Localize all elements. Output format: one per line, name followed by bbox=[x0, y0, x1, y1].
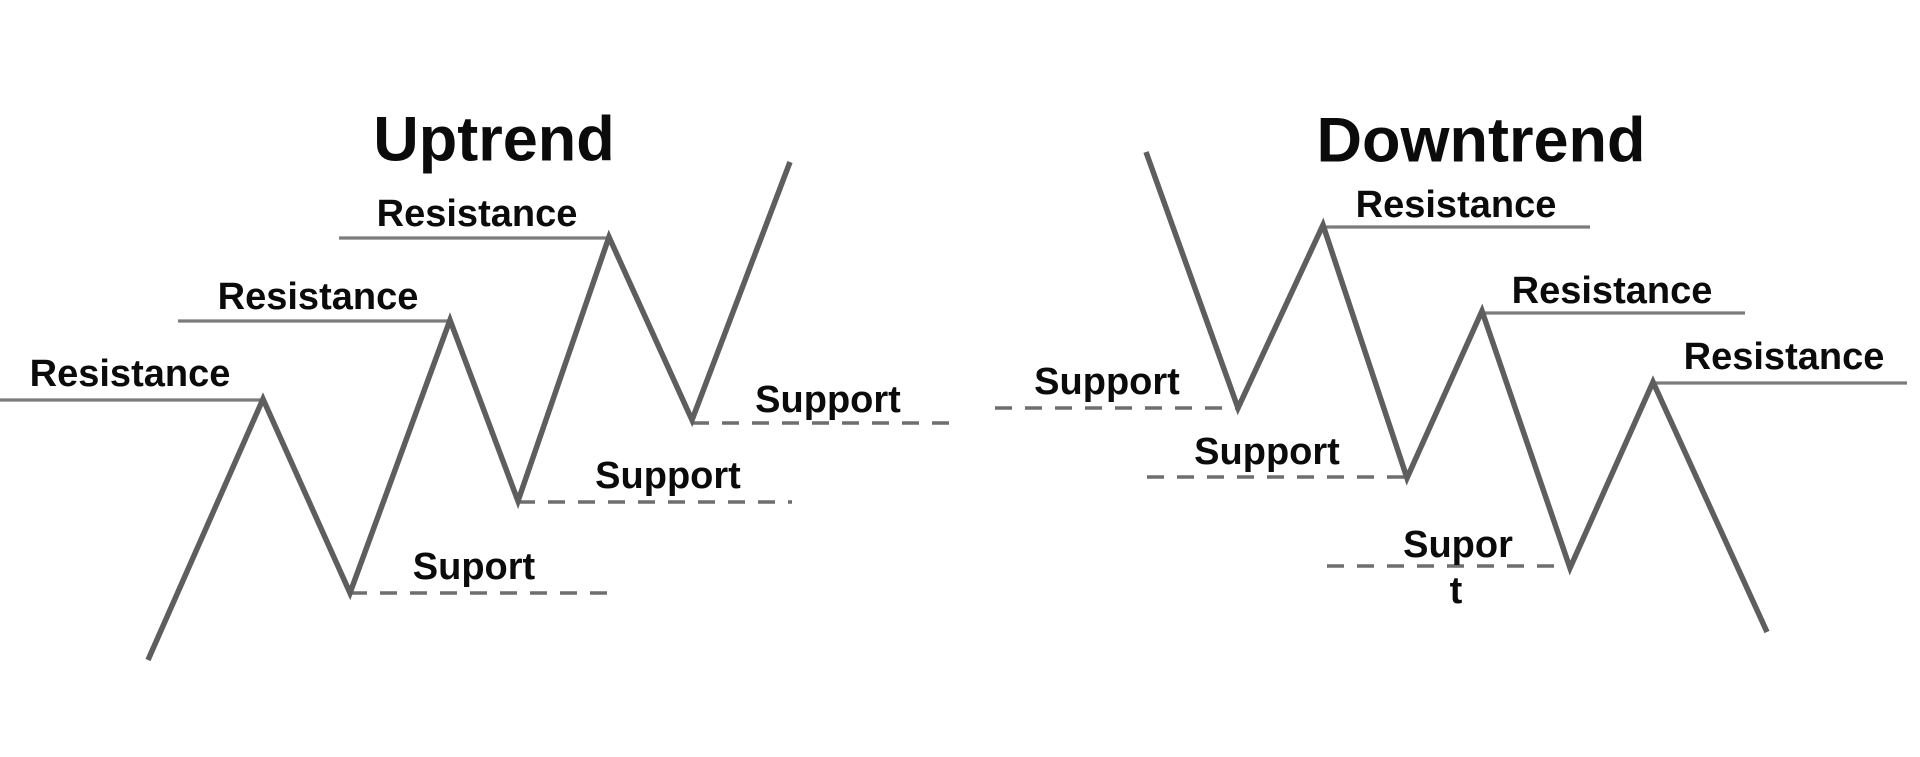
downtrend-support-label-2: Support bbox=[1194, 431, 1340, 473]
uptrend-support-label-3: Support bbox=[755, 379, 901, 421]
downtrend-resistance-label-2: Resistance bbox=[1511, 270, 1713, 312]
downtrend-title: Downtrend bbox=[1316, 105, 1646, 176]
uptrend-title: Uptrend bbox=[373, 104, 615, 175]
downtrend-price-zigzag-line bbox=[1143, 151, 1770, 634]
uptrend-lines-group bbox=[0, 161, 952, 662]
downtrend-support-label-1: Support bbox=[1034, 361, 1180, 403]
uptrend-support-label-2: Support bbox=[595, 455, 741, 497]
uptrend-price-zigzag-line bbox=[145, 161, 793, 662]
uptrend-resistance-label-2: Resistance bbox=[217, 276, 419, 318]
downtrend-support-label-3-line1: Supor bbox=[1403, 524, 1513, 566]
uptrend-resistance-label-3: Resistance bbox=[376, 193, 578, 235]
uptrend-support-label-1: Suport bbox=[412, 546, 536, 588]
uptrend-resistance-label-1: Resistance bbox=[29, 353, 231, 395]
downtrend-resistance-label-1: Resistance bbox=[1355, 184, 1557, 226]
downtrend-support-label-3-line2: t bbox=[1449, 570, 1463, 612]
downtrend-resistance-label-3: Resistance bbox=[1683, 336, 1885, 378]
downtrend-lines-group bbox=[995, 151, 1907, 634]
